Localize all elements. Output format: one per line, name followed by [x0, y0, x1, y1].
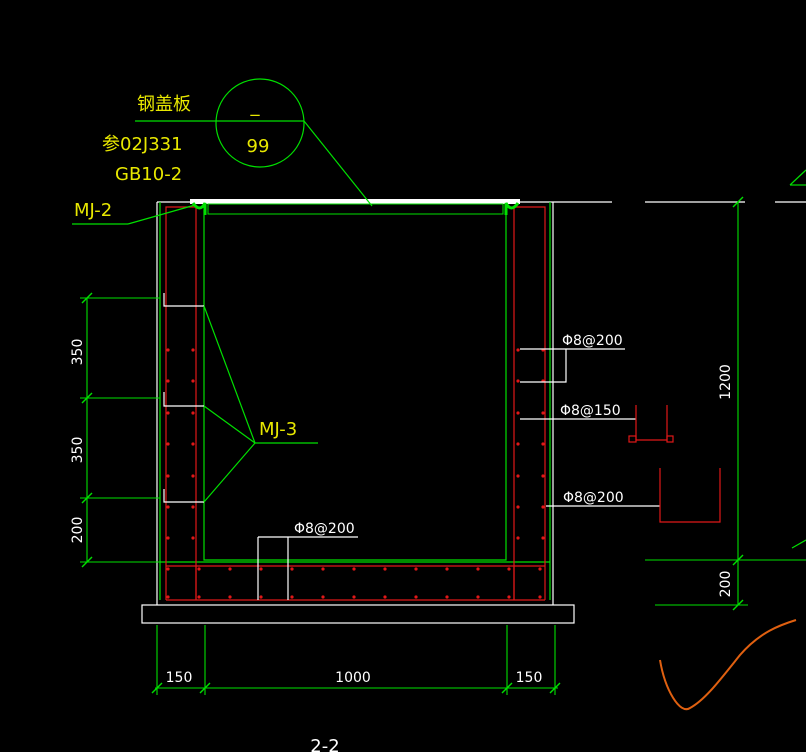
rebar-dot [383, 567, 387, 571]
rebar-leaders [257, 348, 660, 600]
rebar-dot [476, 595, 480, 599]
rebar-dot [191, 411, 195, 415]
rebar-dot [352, 595, 356, 599]
rebar-label-2: Φ8@150 [560, 403, 621, 419]
dim-right-1200: 1200 [718, 364, 734, 400]
rebar-dot [445, 595, 449, 599]
rebar-dot [516, 474, 520, 478]
rebar-dot [541, 474, 545, 478]
rebar-dot [191, 474, 195, 478]
rebar-dot [166, 379, 170, 383]
rebar-dot [191, 442, 195, 446]
rebar-dot [259, 567, 263, 571]
mj3-label: MJ-3 [259, 419, 297, 440]
rebar-dot [321, 567, 325, 571]
mj3-anchors [163, 293, 204, 503]
rebar-dot [541, 411, 545, 415]
rebar-dot [166, 442, 170, 446]
dim-left-350-bottom: 350 [70, 437, 86, 464]
adjacent-fragment [789, 169, 806, 549]
rebar-dot [516, 505, 520, 509]
rebar-dot [191, 348, 195, 352]
rebar-dot [166, 595, 170, 599]
rebar-dot [166, 536, 170, 540]
rebar-dot [414, 567, 418, 571]
detail-circle [215, 78, 305, 168]
rebar-dot [541, 442, 545, 446]
rebar-dot [541, 505, 545, 509]
callout-ref-line2: GB10-2 [115, 164, 182, 185]
rebar-cage [165, 206, 546, 601]
reference-callout [72, 78, 373, 225]
circle-top-text: _ [250, 96, 261, 117]
mj3-leaders [203, 305, 318, 503]
dim-right-200: 200 [718, 571, 734, 598]
dim-left-350-top: 350 [70, 339, 86, 366]
rebar-shape-details [628, 405, 721, 523]
rebar-dot [290, 567, 294, 571]
dimension-ticks [81, 196, 744, 694]
dim-bottom-150-right: 150 [516, 670, 543, 686]
rebar-dot [538, 595, 542, 599]
rebar-dot [191, 536, 195, 540]
rebar-dot [166, 348, 170, 352]
rebar-dot [191, 505, 195, 509]
dim-left-200: 200 [70, 517, 86, 544]
rebar-dots [166, 348, 545, 599]
rebar-dot [476, 567, 480, 571]
rebar-dot [516, 348, 520, 352]
rebar-label-1: Φ8@200 [562, 333, 623, 349]
rebar-label-bottom: Φ8@200 [294, 521, 355, 537]
section-title: 2-2 [310, 736, 339, 752]
rebar-dot [197, 595, 201, 599]
dim-bottom-1000: 1000 [335, 670, 371, 686]
rebar-dot [516, 442, 520, 446]
rebar-dot [228, 567, 232, 571]
rebar-dot [191, 379, 195, 383]
callout-title: 钢盖板 [137, 94, 191, 115]
rebar-dot [507, 567, 511, 571]
rebar-dot [352, 567, 356, 571]
freehand-check-mark [659, 619, 797, 711]
rebar-dot [290, 595, 294, 599]
rebar-dot [516, 411, 520, 415]
rebar-dot [197, 567, 201, 571]
rebar-dot [516, 379, 520, 383]
circle-bottom-text: 99 [247, 136, 270, 157]
steel-cover-plate [190, 199, 520, 215]
rebar-dot [228, 595, 232, 599]
rebar-dot [166, 474, 170, 478]
rebar-dot [321, 595, 325, 599]
rebar-dot [516, 536, 520, 540]
dim-bottom-150-left: 150 [166, 670, 193, 686]
callout-ref-line1: 参02J331 [102, 134, 183, 155]
rebar-dot [414, 595, 418, 599]
base-cushion [141, 604, 575, 624]
rebar-dot [507, 595, 511, 599]
rebar-dot [538, 567, 542, 571]
rebar-dot [383, 595, 387, 599]
rebar-dot [166, 411, 170, 415]
rebar-label-3: Φ8@200 [563, 490, 624, 506]
concrete-outline [159, 202, 551, 600]
rebar-dot [259, 595, 263, 599]
rebar-dot [541, 536, 545, 540]
rebar-dot [166, 505, 170, 509]
dimension-lines [80, 202, 806, 695]
rebar-dot [445, 567, 449, 571]
mj2-label: MJ-2 [74, 200, 112, 221]
rebar-dot [166, 567, 170, 571]
outer-outline [141, 201, 806, 624]
